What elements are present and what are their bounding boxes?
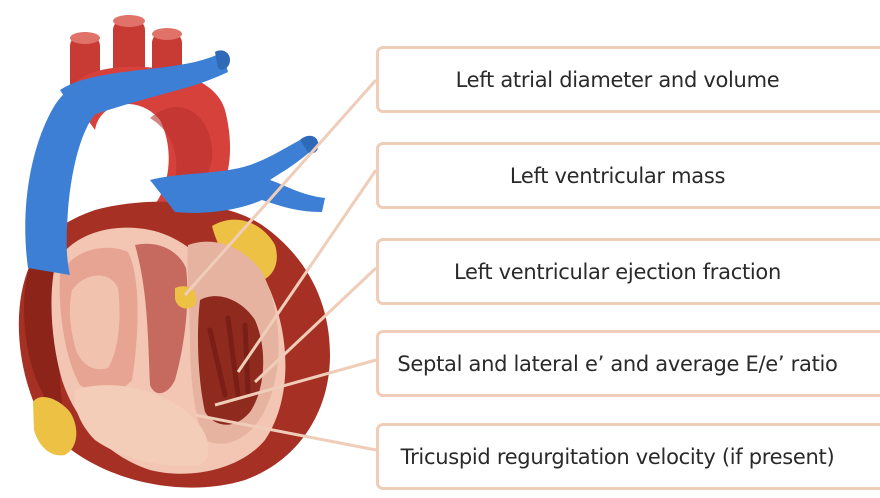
label-text: Tricuspid regurgitation velocity (if pre… <box>366 445 870 469</box>
label-text: Septal and lateral e’ and average E/e’ r… <box>366 352 870 376</box>
label-left-ventricular-mass: Left ventricular mass <box>376 142 880 209</box>
label-text: Left ventricular ejection fraction <box>366 260 870 284</box>
label-left-atrial-diameter: Left atrial diameter and volume <box>376 46 880 113</box>
label-text: Left atrial diameter and volume <box>366 68 870 92</box>
label-tricuspid-regurgitation: Tricuspid regurgitation velocity (if pre… <box>376 423 880 490</box>
label-e-prime-ratio: Septal and lateral e’ and average E/e’ r… <box>376 330 880 397</box>
label-ejection-fraction: Left ventricular ejection fraction <box>376 238 880 305</box>
label-text: Left ventricular mass <box>366 164 870 188</box>
